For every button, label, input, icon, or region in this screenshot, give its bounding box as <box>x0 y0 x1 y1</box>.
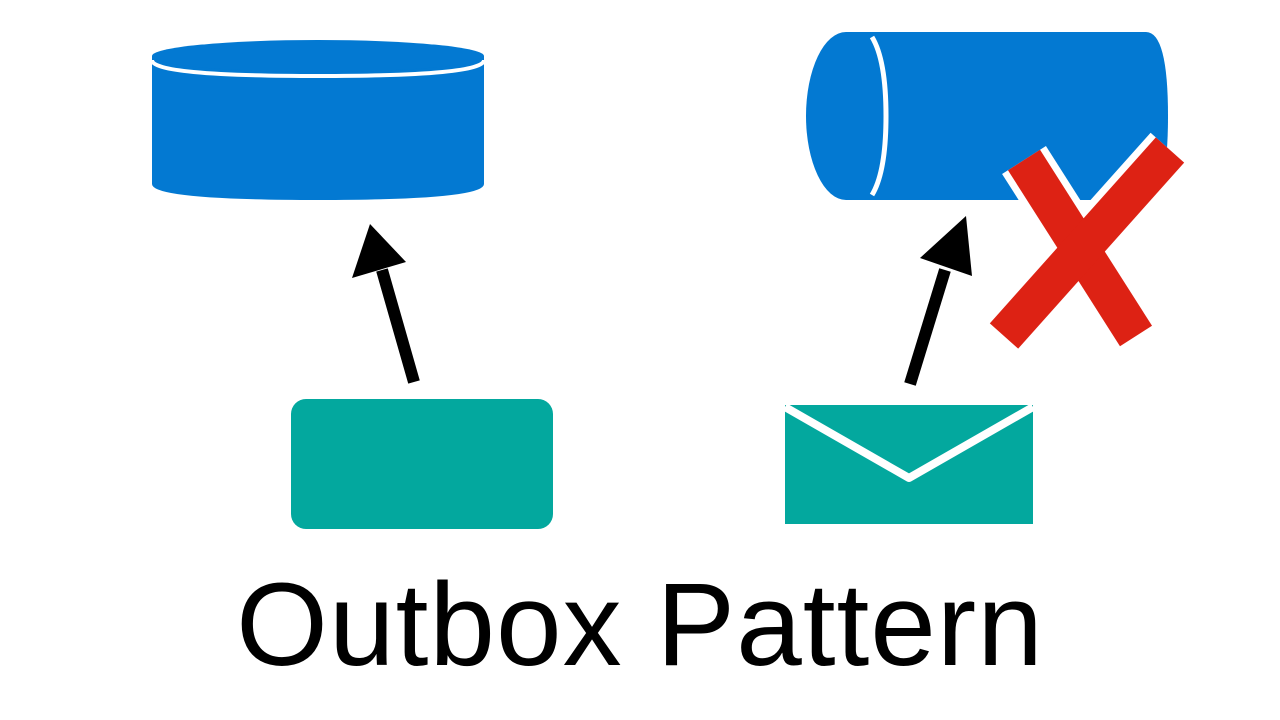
red-x-failure-icon <box>984 132 1190 354</box>
database-icon <box>150 40 486 200</box>
service-box-icon <box>291 399 553 529</box>
arrow-to-database <box>352 224 420 384</box>
envelope-icon <box>783 403 1035 524</box>
diagram-caption: Outbox Pattern <box>236 559 1044 691</box>
message-queue-icon <box>806 32 1168 200</box>
arrow-to-queue <box>904 216 972 386</box>
